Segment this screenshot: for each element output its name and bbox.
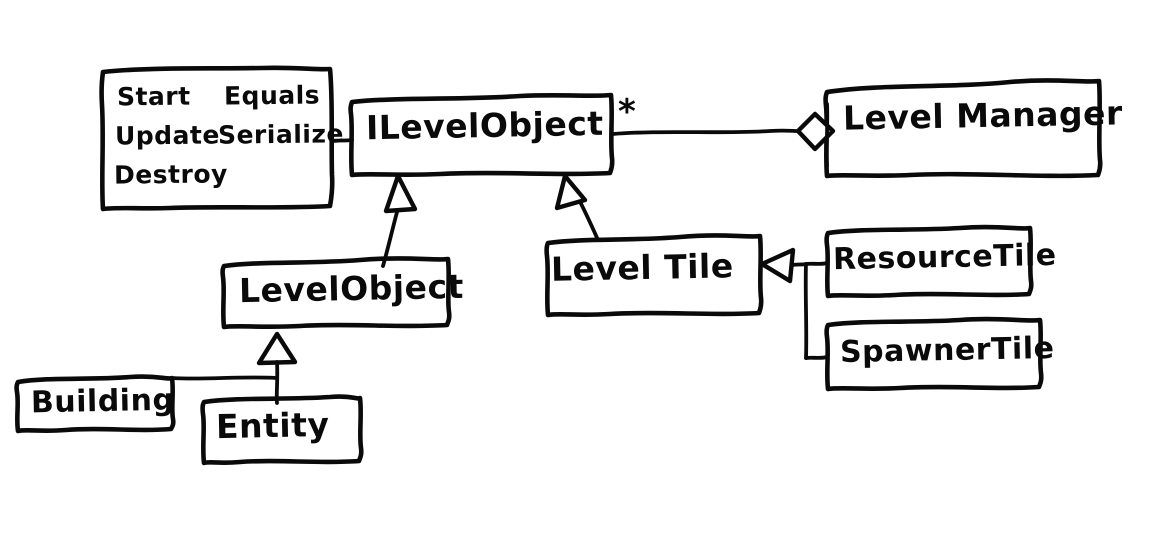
class-label-spawnertile: SpawnerTile: [839, 330, 1055, 371]
inheritance-triangle-icon-levelobject: [256, 331, 298, 366]
class-label-resourcetile: ResourceTile: [832, 237, 1057, 278]
edge-methods-to-ilevelobject: [330, 138, 354, 143]
ilevelobject-box-shape[interactable]: [348, 92, 615, 178]
class-label-entity: Entity: [215, 404, 330, 447]
inheritance-triangle-icon-leveltile: [759, 247, 796, 284]
entity-box-shape[interactable]: [200, 394, 364, 466]
class-label-leveltile: Level Tile: [550, 246, 734, 289]
method-label-start: Start: [116, 81, 191, 112]
class-label-ilevelobject: ILevelObject: [365, 103, 604, 148]
multiplicity-label-many: *: [618, 92, 637, 132]
building-box-shape[interactable]: [14, 374, 176, 434]
class-label-levelobject: LevelObject: [238, 266, 465, 311]
methods-box-shape[interactable]: [99, 65, 335, 212]
resourcetile-box-shape[interactable]: [824, 224, 1034, 299]
edge-leveltile-to-ilevelobject: [554, 173, 600, 242]
realization-triangle-icon-leveltile: [554, 173, 588, 211]
edge-ilevelobject-to-levelmanager: [611, 102, 836, 168]
method-label-equals: Equals: [223, 80, 321, 111]
spawnertile-box-shape[interactable]: [824, 316, 1044, 392]
method-label-update: Update: [114, 120, 221, 151]
edge-levelobject-to-ilevelobject: [381, 173, 418, 268]
aggregation-diamond-icon: [795, 111, 836, 152]
edge-tiles-to-leveltile: [759, 247, 829, 360]
method-label-serialize: Serialize: [217, 119, 345, 150]
leveltile-box-shape[interactable]: [544, 233, 764, 318]
class-label-building: Building: [30, 382, 175, 421]
levelobject-box-shape[interactable]: [220, 256, 452, 330]
method-label-destroy: Destroy: [113, 159, 228, 190]
class-label-levelmanager: Level Manager: [842, 93, 1124, 138]
realization-triangle-icon-levelobject: [383, 173, 418, 214]
edge-subclasses-to-levelobject: [170, 331, 298, 405]
